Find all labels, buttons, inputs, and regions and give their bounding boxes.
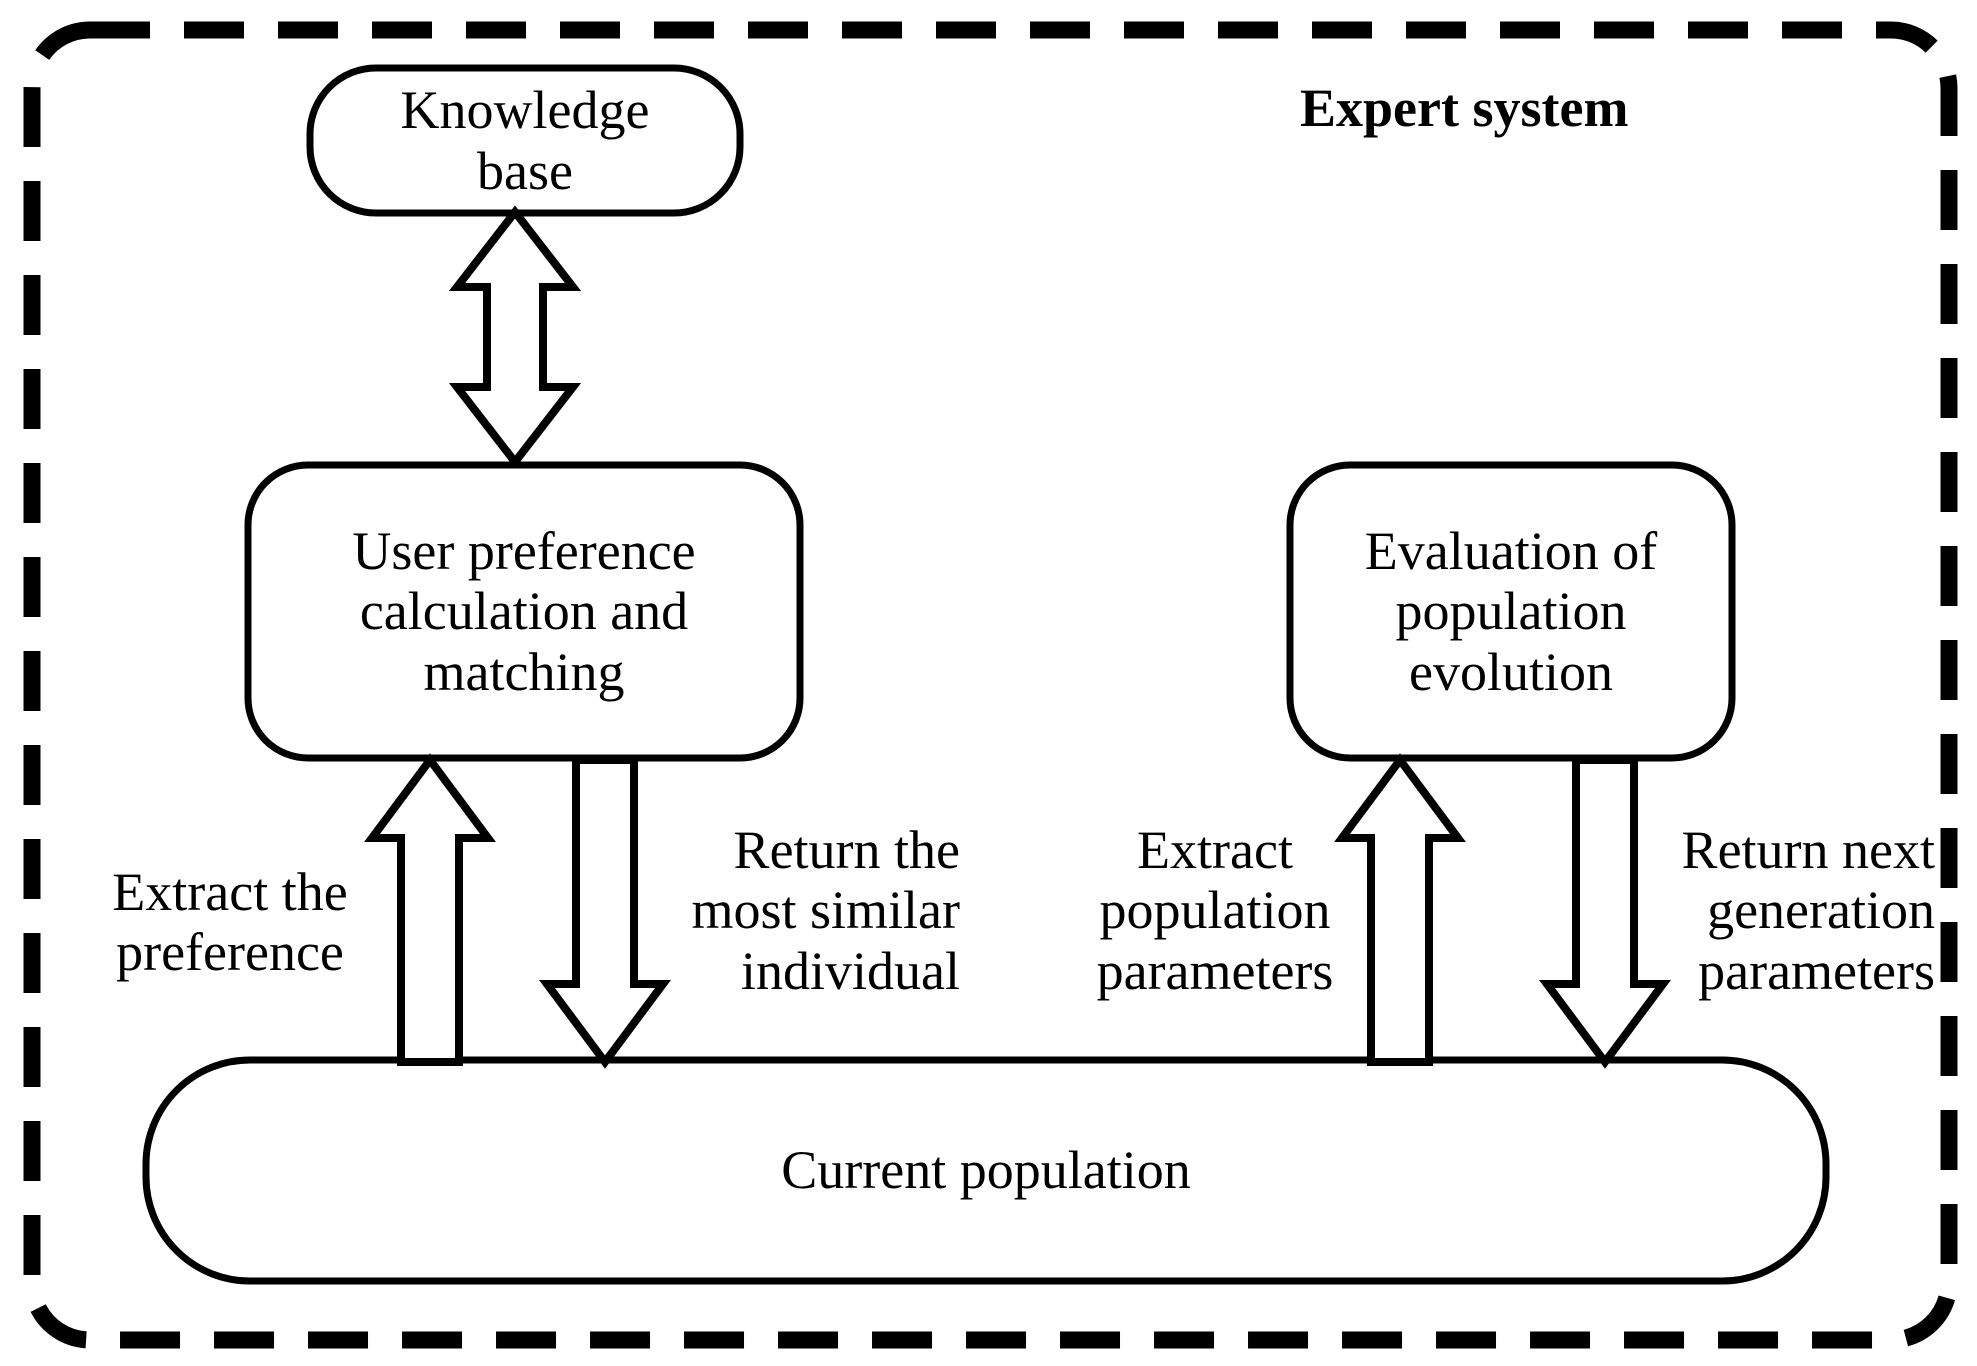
node-user-preference-label: User preference calculation and matching — [352, 520, 696, 702]
node-knowledge-base-shape[interactable] — [306, 64, 744, 217]
node-evaluation-shape[interactable] — [1286, 461, 1736, 762]
edge-return-next-generation-arrow[interactable] — [1539, 756, 1671, 1069]
edge-label-return-similar: Return the most similar individual — [691, 820, 961, 1001]
edge-label-return-next-generation: Return next generation parameters — [1681, 820, 1935, 1001]
node-user-preference-shape[interactable] — [244, 461, 804, 762]
edge-extract-population-arrow[interactable] — [1334, 753, 1466, 1066]
edge-return-similar-arrow[interactable] — [539, 756, 671, 1069]
node-evaluation-label: Evaluation of population evolution — [1364, 520, 1658, 702]
edge-label-extract-preference: Extract the preference — [112, 862, 348, 983]
edge-kb-pref-arrow[interactable] — [448, 205, 582, 469]
expert-system-title: Expert system — [1300, 78, 1629, 138]
node-current-population-label: Current population — [781, 1140, 1191, 1201]
edge-label-extract-population-parameters: Extract population parameters — [1096, 820, 1334, 1001]
expert-system-frame — [23, 21, 1958, 1349]
edge-extract-preference-arrow[interactable] — [364, 753, 496, 1066]
node-current-population-shape[interactable] — [142, 1056, 1830, 1285]
node-knowledge-base-label: Knowledge base — [400, 80, 650, 201]
